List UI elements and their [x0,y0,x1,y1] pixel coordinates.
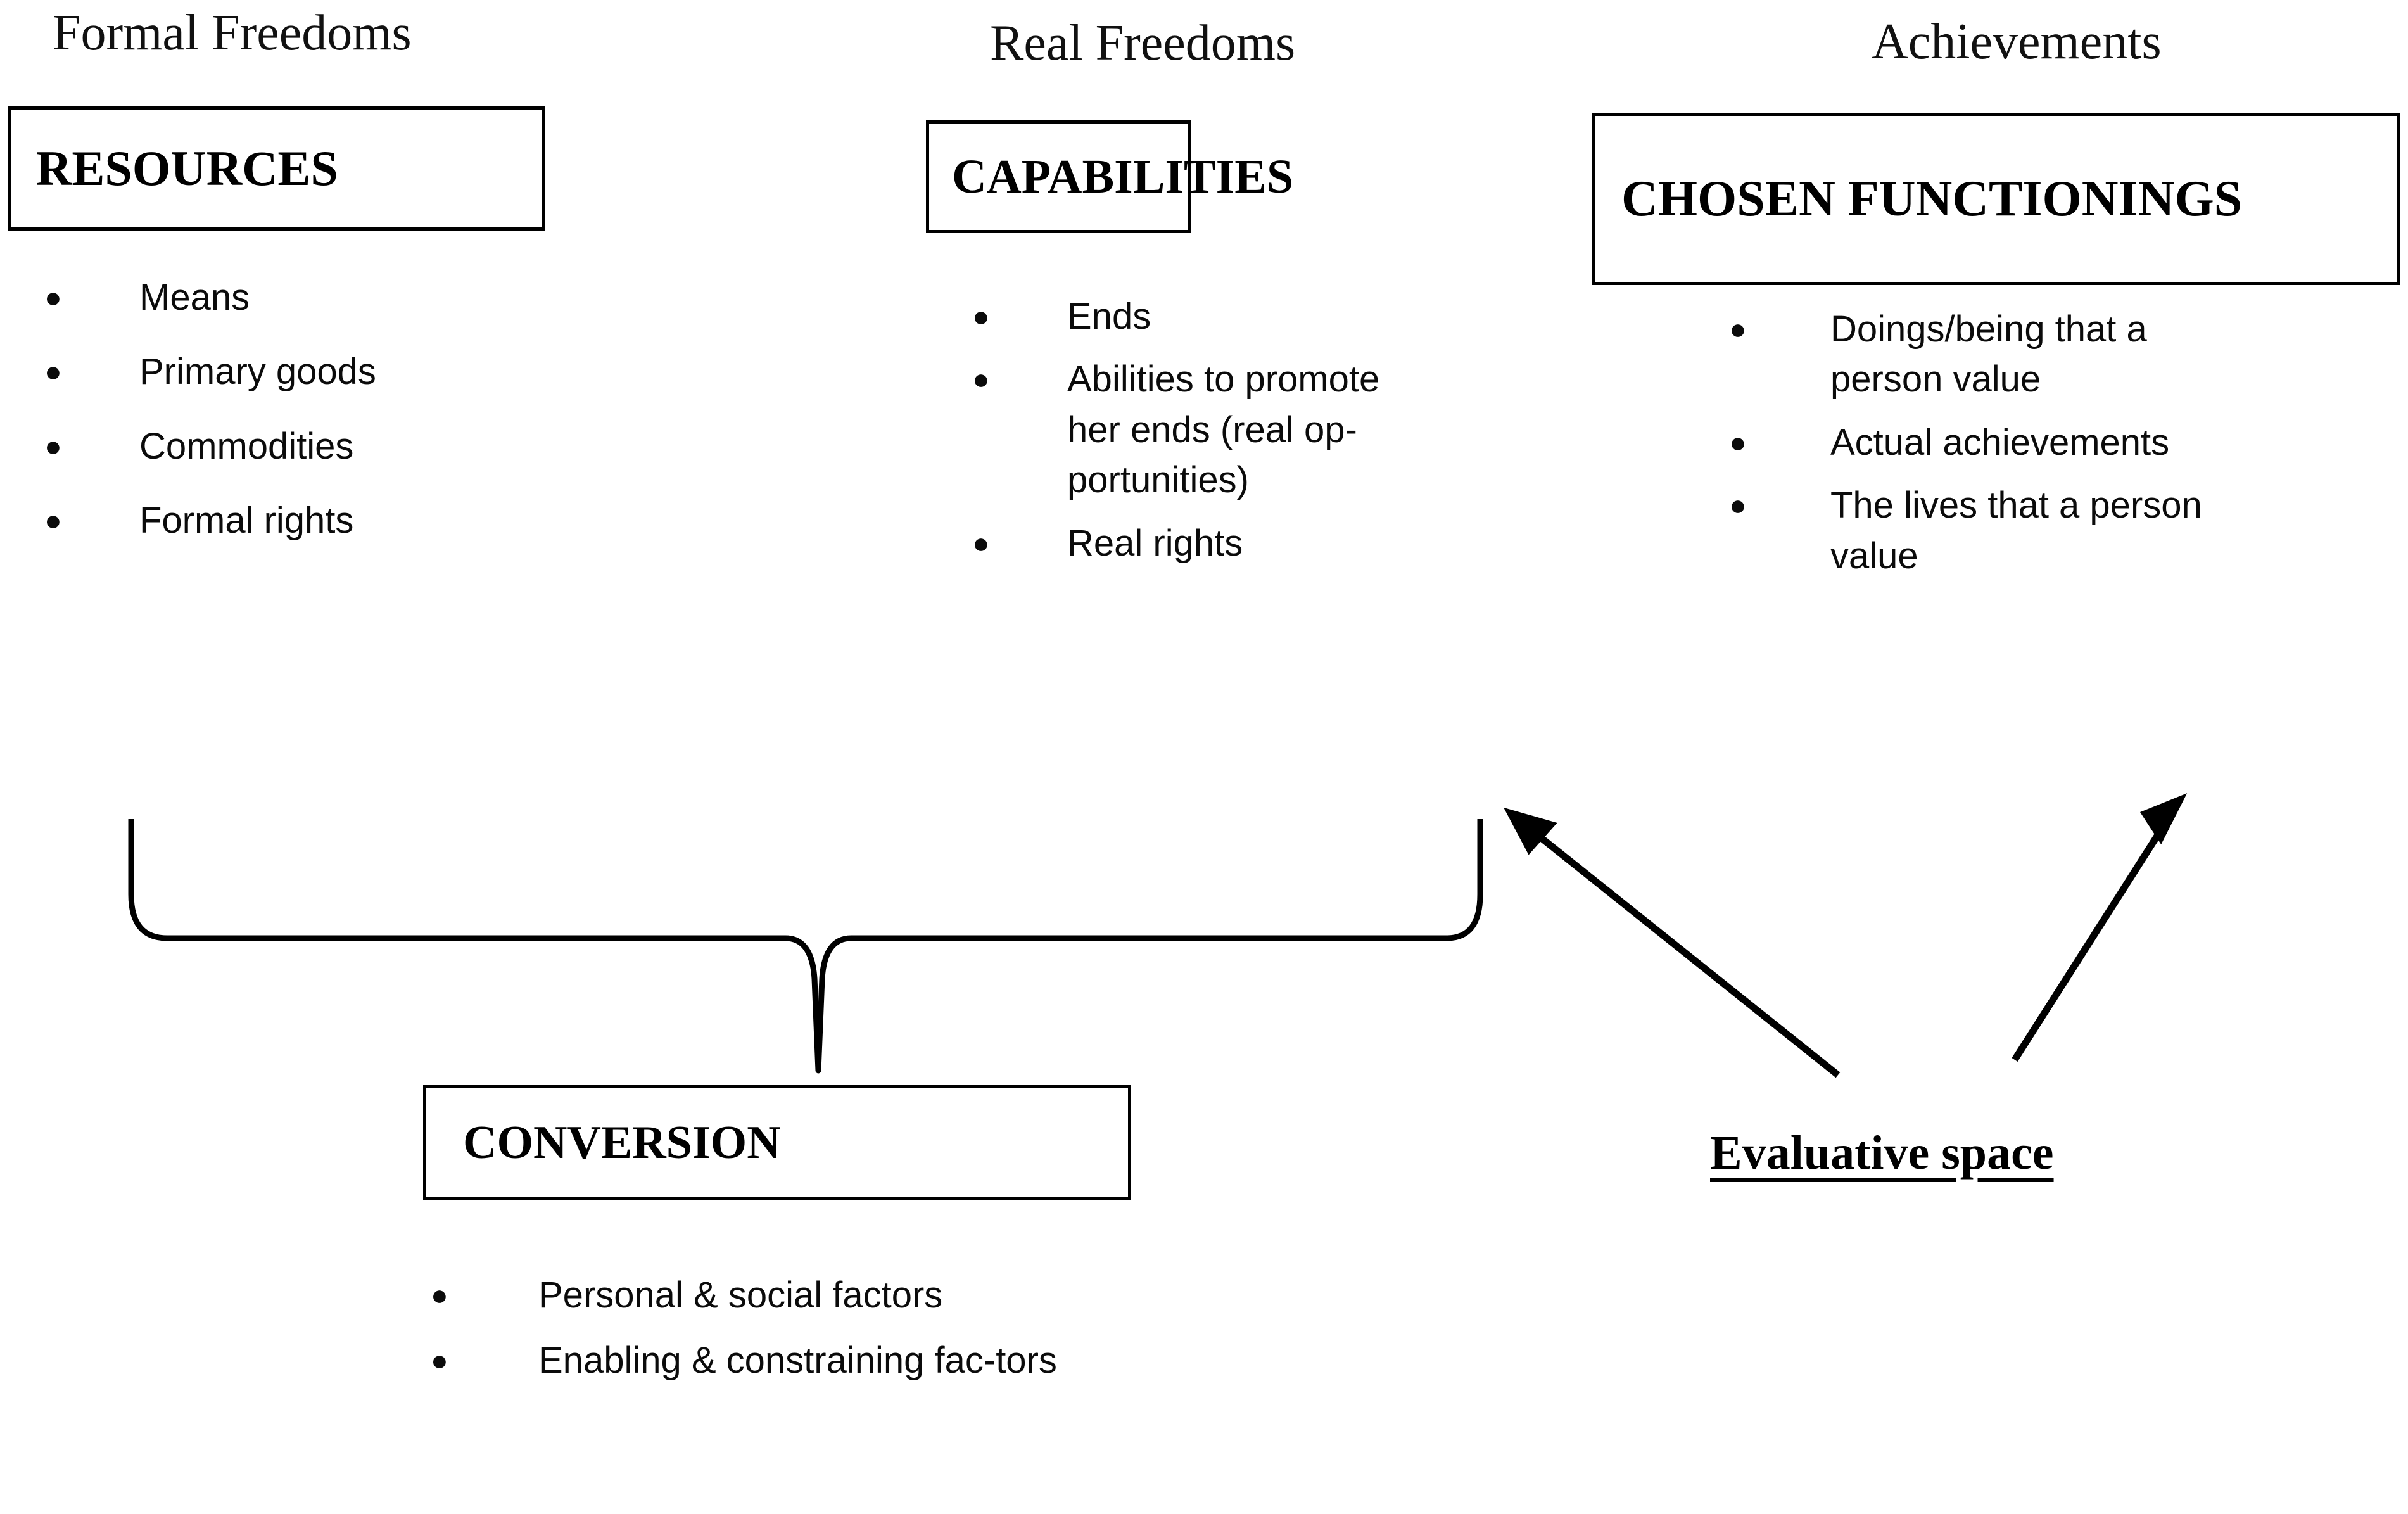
bullet-dot-icon: ● [1729,488,1747,522]
bullet-list-resources: ● Means ● Primary goods ● Commodities ● … [44,272,538,570]
bullet-dot-icon: ● [1729,312,1747,345]
column-header-real-freedoms: Real Freedoms [990,15,1296,71]
bullet-dot-icon: ● [44,355,62,388]
list-item-label: Personal & social factors [538,1275,943,1316]
list-item-label: Real rights [1067,522,1243,564]
list-item-label: Doings/being that a person value [1830,309,2147,400]
list-item: ● Commodities [44,421,538,471]
list-item-label: Actual achievements [1830,421,2170,463]
list-item-label: Means [139,277,250,318]
list-item-label: Ends [1067,296,1151,337]
list-item: ● Ends [972,291,1416,341]
list-item-label: Enabling & constraining fac-tors [538,1340,1057,1382]
box-capabilities-label: CAPABILITIES [952,150,1294,203]
box-resources: RESOURCES [8,106,545,231]
box-chosen-functionings-label: CHOSEN FUNCTIONINGS [1621,171,2243,227]
list-item: ● Formal rights [44,495,538,545]
box-chosen-functionings: CHOSEN FUNCTIONINGS [1592,113,2400,285]
column-header-achievements: Achievements [1872,14,2162,70]
list-item-label: Commodities [139,425,354,467]
list-item: ● Enabling & constraining fac-tors [431,1335,1064,1385]
bullet-dot-icon: ● [431,1278,448,1311]
arrow-to-chosen-functionings-icon [2012,793,2188,1062]
bullet-dot-icon: ● [972,300,990,333]
bullet-dot-icon: ● [44,429,62,462]
box-capabilities: CAPABILITIES [926,120,1293,233]
arrow-to-capabilities-icon [1504,807,1841,1078]
box-conversion-label: CONVERSION [463,1117,781,1169]
list-item-label: Formal rights [139,500,354,542]
bullet-dot-icon: ● [44,504,62,537]
bullet-dot-icon: ● [44,281,62,314]
bullet-dot-icon: ● [1729,425,1747,459]
bullet-dot-icon: ● [431,1344,448,1377]
list-item: ● Abilities to promote her ends (real op… [972,354,1416,505]
bullet-list-capabilities: ● Ends ● Abilities to promote her ends (… [972,291,1416,581]
evaluative-space-label: Evaluative space [1710,1126,2054,1180]
list-item: ● Means [44,272,538,322]
list-item: ● Real rights [972,518,1416,568]
box-resources-label: RESOURCES [36,141,338,196]
curly-brace-down-icon [128,819,1483,1074]
list-item: ● Personal & social factors [431,1270,1064,1320]
list-item: ● Actual achievements [1729,417,2229,468]
list-item: ● The lives that a person value [1729,480,2229,581]
column-header-formal-freedoms: Formal Freedoms [53,5,412,61]
list-item: ● Primary goods [44,347,538,397]
list-item: ● Doings/being that a person value [1729,304,2229,405]
bullet-dot-icon: ● [972,362,990,396]
bullet-list-conversion: ● Personal & social factors ● Enabling &… [431,1270,1064,1401]
list-item-label: The lives that a person value [1830,485,2202,576]
bullet-list-chosen-functionings: ● Doings/being that a person value ● Act… [1729,304,2229,594]
list-item-label: Primary goods [139,351,376,393]
box-conversion: CONVERSION [423,1085,1131,1200]
list-item-label: Abilities to promote her ends (real op-p… [1067,359,1380,501]
bullet-dot-icon: ● [972,526,990,559]
